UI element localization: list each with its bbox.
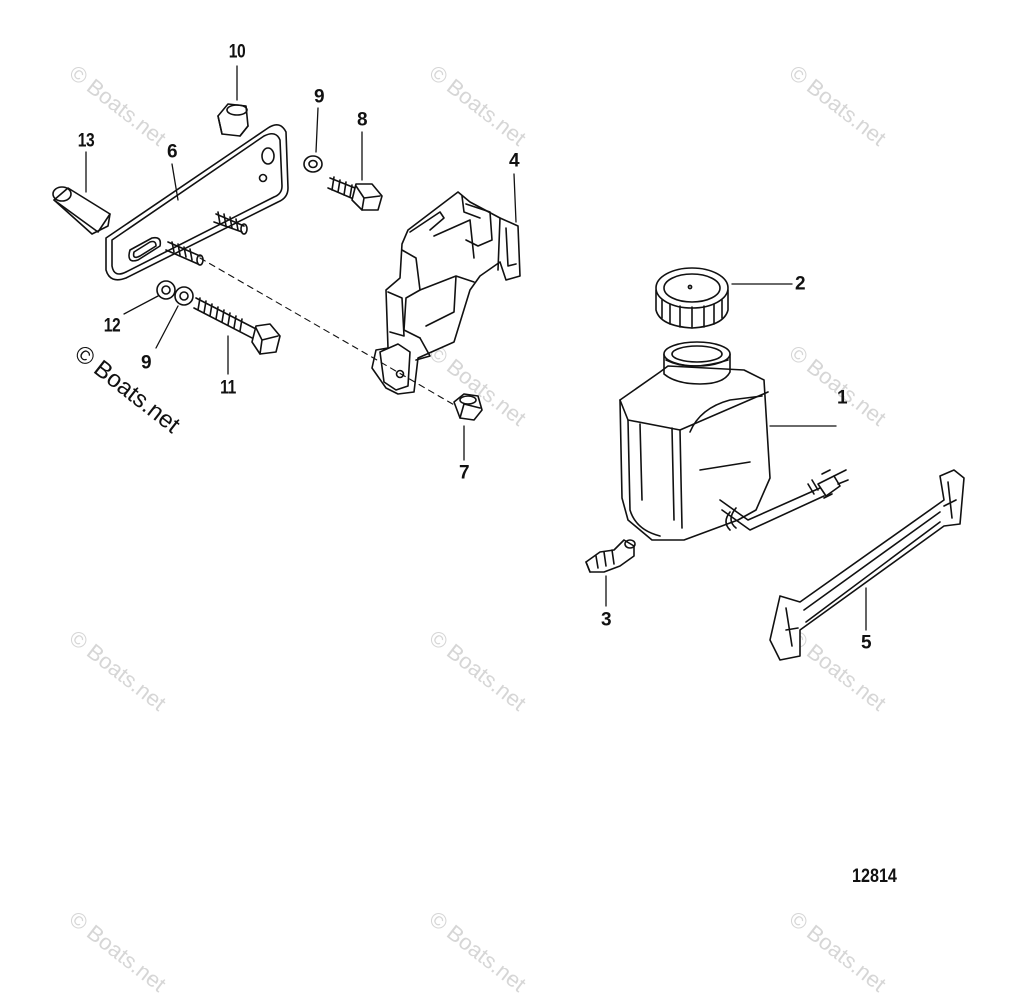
part-5-strap	[769, 469, 965, 661]
part-4-bracket	[371, 191, 521, 395]
callout-7: 7	[458, 462, 470, 484]
callout-5: 5	[860, 632, 872, 654]
callout-9-lower: 9	[140, 352, 152, 374]
callout-12: 12	[103, 315, 121, 337]
callout-4: 4	[508, 150, 520, 172]
callout-1: 1	[836, 387, 848, 409]
callout-2: 2	[794, 273, 806, 295]
callout-10: 10	[228, 41, 246, 63]
part-9-washer-upper	[303, 155, 323, 173]
diagram-number: 12814	[852, 866, 897, 887]
part-9-washer-lower	[174, 286, 194, 306]
part-8-bolt	[327, 176, 383, 211]
part-10-spacer	[217, 103, 249, 137]
part-1-reservoir	[619, 341, 849, 541]
callout-13: 13	[77, 130, 95, 152]
callout-3: 3	[600, 609, 612, 631]
parts-drawing	[52, 65, 965, 661]
part-3-fitting	[585, 539, 636, 573]
callout-8: 8	[356, 109, 368, 131]
callout-9-upper: 9	[313, 86, 325, 108]
parts-diagram: © Boats.net © Boats.net © Boats.net © Bo…	[52, 41, 965, 997]
part-6-plate	[105, 124, 289, 281]
part-7-nut	[453, 393, 483, 421]
plate-stud-upper	[213, 211, 248, 235]
part-12-washer	[156, 280, 176, 300]
part-13-sleeve	[52, 186, 111, 235]
callout-6: 6	[166, 141, 178, 163]
callout-11: 11	[220, 377, 236, 399]
leader-lines	[85, 65, 867, 631]
part-11-bolt	[193, 297, 281, 355]
part-2-cap	[655, 267, 729, 329]
plate-stud-lower	[165, 241, 204, 266]
